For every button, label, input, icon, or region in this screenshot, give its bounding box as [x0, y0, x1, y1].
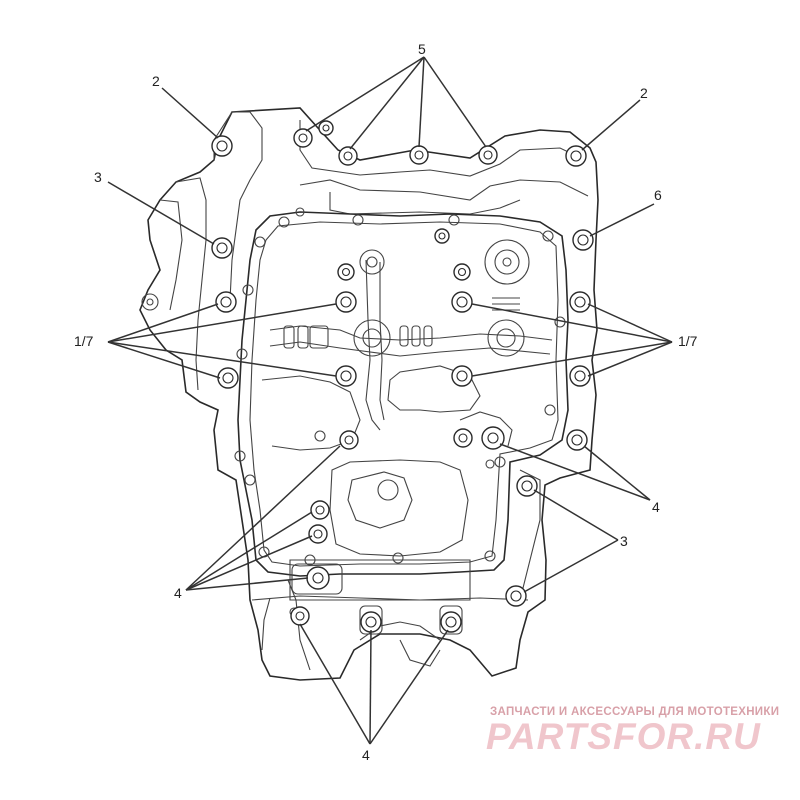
callout-3-right: 3 — [620, 533, 628, 549]
callout-2-left: 2 — [152, 73, 160, 89]
bolt-4-f — [308, 524, 328, 544]
callout-5: 5 — [418, 41, 426, 57]
bolt-17-c1 — [335, 291, 357, 313]
callout-6: 6 — [654, 187, 662, 203]
bolt-17-l1 — [215, 291, 237, 313]
bolt-17-c3 — [451, 291, 473, 313]
bolt-5a — [293, 128, 313, 148]
bolt-4-b — [453, 428, 473, 448]
bolt-4-j — [440, 611, 462, 633]
callout-3-left: 3 — [94, 169, 102, 185]
bolt-small-c — [434, 228, 450, 244]
bolt-small-b — [453, 263, 471, 281]
bolt-17-r2 — [569, 365, 591, 387]
watermark-tagline: ЗАПЧАСТИ И АКСЕССУАРЫ ДЛЯ МОТОТЕХНИКИ — [490, 706, 780, 718]
leader-lines — [107, 56, 673, 745]
bolts — [211, 120, 594, 635]
callout-4-bottom: 4 — [362, 747, 370, 763]
bolt-2-right — [565, 145, 587, 167]
bolt-17-r1 — [569, 291, 591, 313]
watermark-logo: PARTSFOR.RU — [486, 716, 761, 757]
bolt-5c — [409, 145, 429, 165]
bolt-4-h — [290, 606, 310, 626]
bolt-17-l2 — [217, 367, 239, 389]
callout-4-right: 4 — [652, 499, 660, 515]
bolt-3-left — [211, 237, 233, 259]
bolt-4-c — [481, 426, 505, 450]
bolt-4-e — [310, 500, 330, 520]
callout-17-left: 1/7 — [74, 333, 94, 349]
bolt-5e — [318, 120, 334, 136]
crankcase-outline — [139, 107, 599, 681]
bolt-17-c4 — [451, 365, 473, 387]
bolt-3-r2 — [505, 585, 527, 607]
bolt-6 — [572, 229, 594, 251]
bolt-4-i — [360, 611, 382, 633]
gasket-holes — [234, 207, 566, 617]
bolt-4-d — [566, 429, 588, 451]
bolt-5d — [478, 145, 498, 165]
bolt-5b — [338, 146, 358, 166]
bolt-17-c2 — [335, 365, 357, 387]
bolt-small-a — [337, 263, 355, 281]
bolt-4-g — [306, 566, 330, 590]
callout-labels: 5 2 2 3 6 1/7 1/7 4 3 4 4 — [74, 41, 698, 763]
callout-2-right: 2 — [640, 85, 648, 101]
bolt-4-a — [339, 430, 359, 450]
bolt-2-left — [211, 135, 233, 157]
bolt-3-r1 — [516, 475, 538, 497]
callout-17-right: 1/7 — [678, 333, 698, 349]
callout-4-left: 4 — [174, 585, 182, 601]
